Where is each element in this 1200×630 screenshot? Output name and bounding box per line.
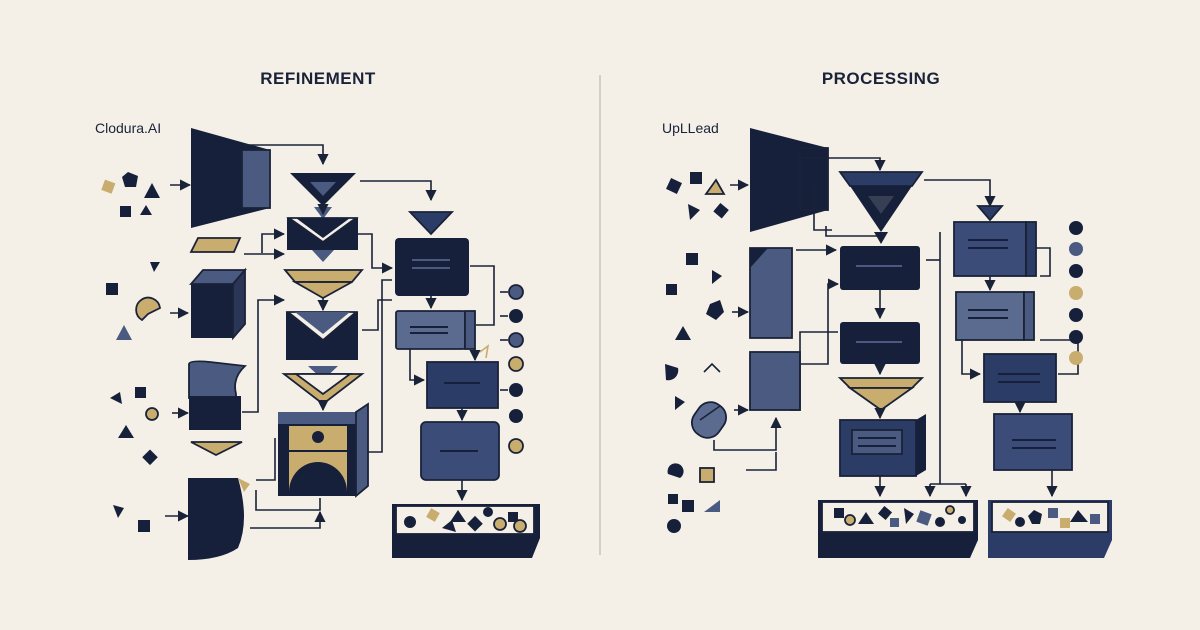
right-document-2: [749, 351, 801, 411]
left-cube: [189, 267, 247, 341]
right-hopper: [750, 128, 829, 232]
left-process-box-3: [426, 361, 499, 409]
left-hopper: [191, 128, 271, 228]
right-panel: PROCESSING UpLLead: [662, 69, 1112, 558]
left-process-box-1: [395, 238, 469, 296]
right-document-1: [749, 247, 793, 339]
left-process-box-2: [395, 310, 476, 350]
left-source-label: Clodura.AI: [95, 120, 161, 136]
left-center-stack: [278, 173, 369, 498]
left-tan-slab: [189, 237, 242, 253]
left-process-box-4: [420, 421, 500, 481]
left-scroll-document: [188, 360, 248, 430]
right-process-box-1: [953, 221, 1037, 277]
left-input-shapes: [101, 172, 161, 532]
right-title: PROCESSING: [822, 69, 940, 88]
right-process-box-4: [993, 413, 1073, 471]
right-source-label: UpLLead: [662, 120, 719, 136]
right-output-tray-2: [988, 500, 1112, 558]
right-funnel-marker: [976, 205, 1004, 222]
right-process-box-2: [955, 291, 1035, 341]
left-bin: [188, 478, 250, 560]
left-panel: REFINEMENT Clodura.AI: [95, 69, 540, 560]
left-title: REFINEMENT: [260, 69, 376, 88]
left-output-dots: [500, 284, 524, 454]
right-input-shapes: [665, 172, 729, 533]
left-funnel-marker: [407, 211, 455, 236]
left-output-tray: [392, 504, 540, 558]
right-capsule: [690, 401, 728, 439]
right-output-tray-1: [818, 500, 978, 558]
left-tan-wedge: [190, 441, 243, 457]
right-process-box-3: [983, 353, 1057, 403]
right-output-dots: [1069, 221, 1083, 365]
right-center-stack: [837, 171, 926, 477]
